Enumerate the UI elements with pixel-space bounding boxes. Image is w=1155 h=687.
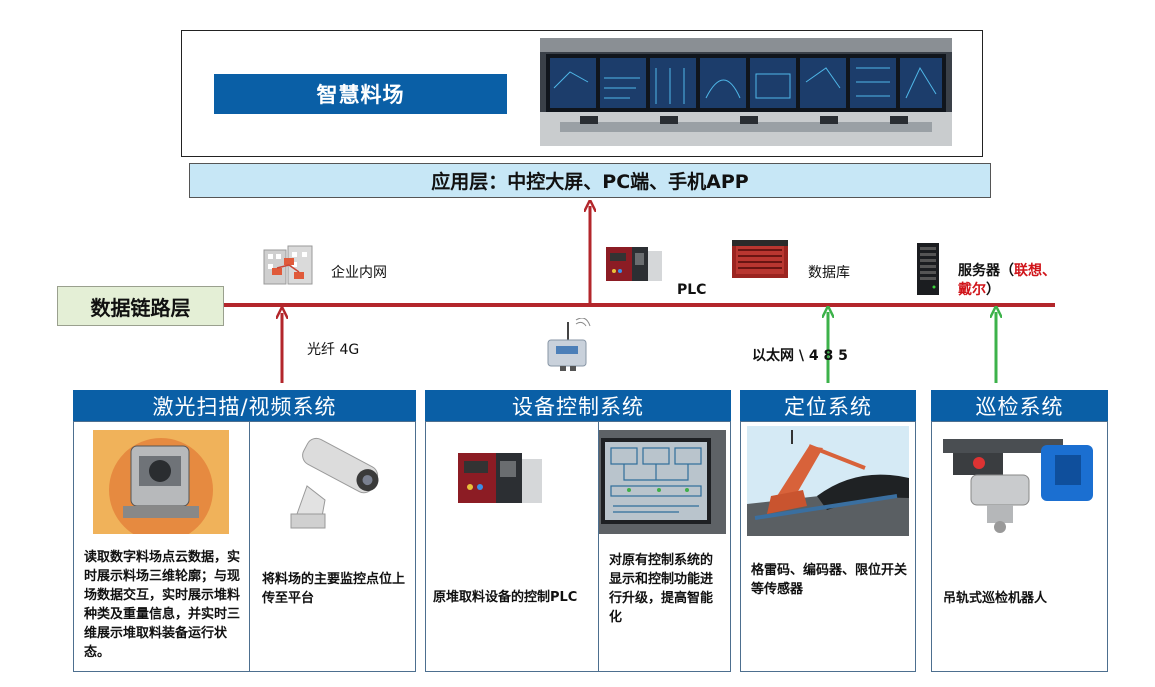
server-brands: 联想、戴尔 bbox=[958, 263, 1056, 298]
plc-icon bbox=[606, 243, 663, 285]
plc-module-icon bbox=[458, 449, 543, 506]
control-room-photo bbox=[540, 38, 952, 146]
wireless-sensor-icon bbox=[542, 317, 594, 372]
intranet-label: 企业内网 bbox=[331, 265, 387, 281]
laser-scanner-icon bbox=[93, 430, 229, 534]
fiber-4g-label: 光纤 4G bbox=[307, 342, 360, 358]
laser-description: 读取数字料场点云数据，实时展示料场三维轮廓；与现场数据交互，实时展示堆料种类及重… bbox=[84, 550, 241, 660]
plc-label: PLC bbox=[677, 282, 707, 298]
system-header-inspection: 巡检系统 bbox=[931, 390, 1108, 421]
application-layer-bar: 应用层：中控大屏、PC端、手机APP bbox=[189, 163, 991, 198]
system-header-laser-video: 激光扫描/视频系统 bbox=[73, 390, 416, 421]
control-monitor-icon bbox=[599, 430, 726, 534]
database-label: 数据库 bbox=[808, 265, 850, 281]
server-label-end: ） bbox=[986, 282, 1000, 298]
security-camera-icon bbox=[271, 430, 395, 534]
panel-divider bbox=[249, 421, 250, 672]
ethernet-485-label: 以太网 \ 4 8 5 bbox=[752, 348, 848, 364]
server-rack-icon bbox=[915, 243, 941, 295]
network-building-icon bbox=[262, 244, 316, 286]
data-link-layer-label: 数据链路层 bbox=[57, 286, 224, 326]
control-upgrade-description: 对原有控制系统的显示和控制功能进行升级，提高智能化 bbox=[609, 553, 714, 625]
system-header-positioning: 定位系统 bbox=[740, 390, 916, 421]
camera-description: 将料场的主要监控点位上传至平台 bbox=[262, 572, 406, 606]
system-header-equipment-control: 设备控制系统 bbox=[425, 390, 731, 421]
inspection-description: 吊轨式巡检机器人 bbox=[943, 591, 1048, 606]
database-icon bbox=[730, 238, 790, 280]
server-label: 服务器（联想、戴尔） bbox=[958, 262, 1068, 300]
server-label-text: 服务器（ bbox=[958, 263, 1014, 279]
panel-divider bbox=[598, 421, 599, 672]
page-title: 智慧料场 bbox=[214, 74, 507, 114]
plc-description: 原堆取料设备的控制PLC bbox=[433, 590, 578, 605]
positioning-description: 格雷码、编码器、限位开关 等传感器 bbox=[751, 563, 908, 597]
stacker-reclaimer-icon bbox=[747, 426, 909, 536]
inspection-robot-icon bbox=[937, 431, 1104, 535]
